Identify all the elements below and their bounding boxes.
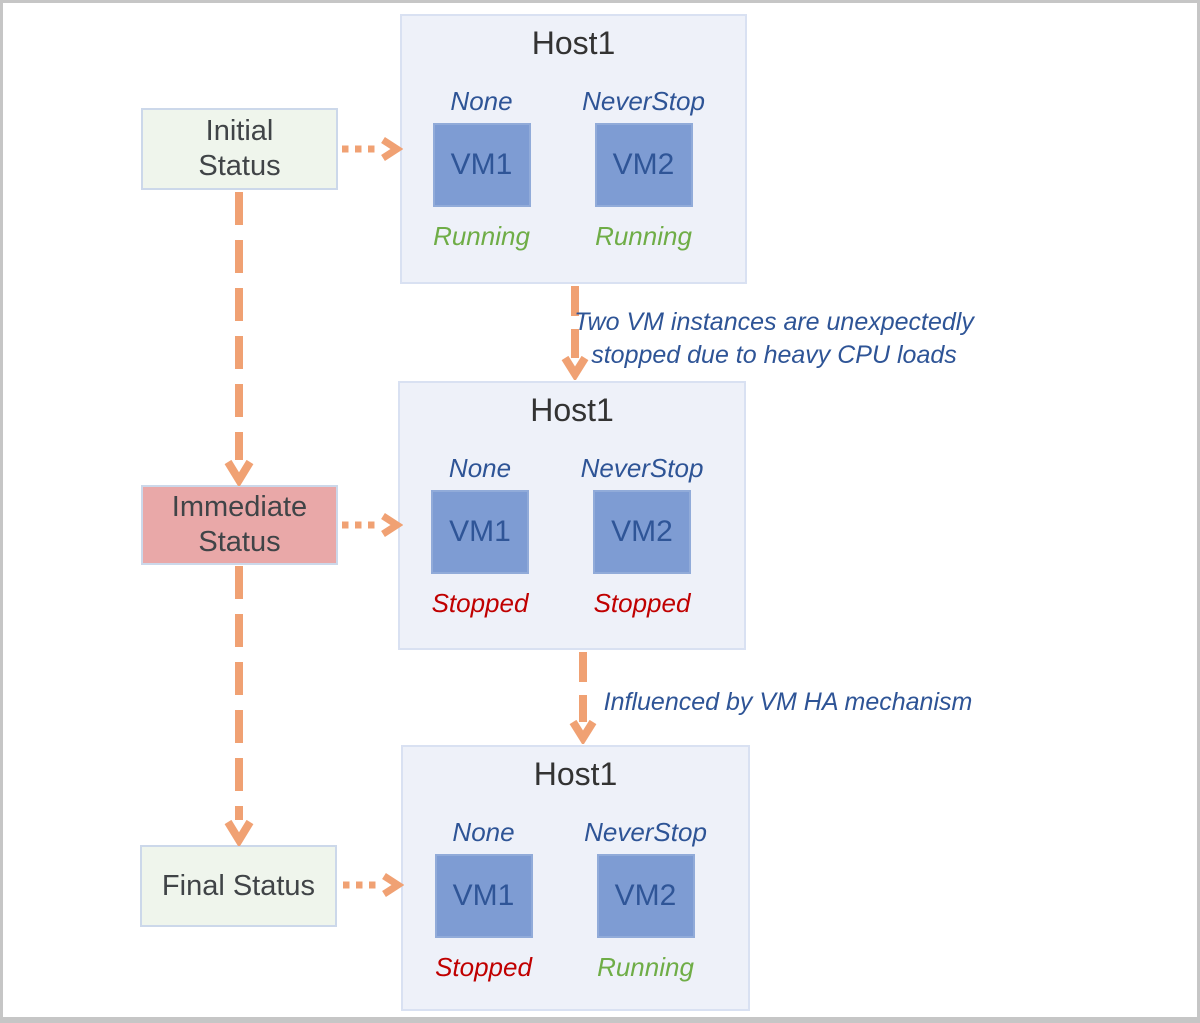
host-title: Host1 (531, 25, 616, 61)
arrow-host2-to-host3-icon (569, 652, 597, 744)
vm-row: None VM1 Running NeverStop VM2 Running (402, 86, 745, 251)
vm1-state-label: Stopped (431, 588, 529, 618)
vm-row: None VM1 Stopped NeverStop VM2 Stopped (400, 453, 744, 618)
arrow-initial-to-immediate-icon (224, 192, 254, 486)
vm-row: None VM1 Stopped NeverStop VM2 Running (403, 817, 748, 982)
stage-label-line: Initial (205, 115, 274, 147)
vm2-ha-policy-label: NeverStop (580, 453, 704, 483)
vm1-state-label: Running (433, 221, 530, 251)
vm2-ha-policy-label: NeverStop (582, 86, 705, 116)
vm1-column: None VM1 Stopped (414, 817, 554, 982)
vm2-column: NeverStop VM2 Stopped (572, 453, 712, 618)
vm2-column: NeverStop VM2 Running (576, 817, 716, 982)
vm1-state-label: Stopped (435, 952, 532, 982)
stage-label-line: Final Status (161, 869, 316, 902)
vm1-column: None VM1 Stopped (410, 453, 550, 618)
host-box-immediate: Host1 None VM1 Stopped NeverStop VM2 Sto… (398, 381, 746, 650)
vm1-label: VM1 (450, 148, 513, 181)
vm1-box: VM1 (434, 854, 533, 938)
vm1-box: VM1 (432, 123, 531, 207)
vm1-column: None VM1 Running (412, 86, 552, 251)
stage-label-line: Status (198, 526, 281, 558)
arrow-host1-to-host2-icon (561, 286, 589, 380)
vm2-state-label: Running (597, 952, 694, 982)
stage-immediate-status: Immediate Status (141, 485, 338, 565)
vm1-ha-policy-label: None (448, 453, 512, 483)
stage-label-line: Immediate (171, 491, 308, 523)
host-box-initial: Host1 None VM1 Running NeverStop VM2 Run… (400, 14, 747, 284)
vm1-label: VM1 (452, 879, 515, 912)
vm2-label: VM2 (611, 515, 673, 548)
stage-final-status: Final Status (140, 845, 337, 927)
vm2-label: VM2 (614, 879, 677, 912)
vm2-state-label: Stopped (593, 588, 691, 618)
arrow-immediate-to-final-icon (224, 566, 254, 846)
vm2-box: VM2 (596, 854, 695, 938)
host-box-final: Host1 None VM1 Stopped NeverStop VM2 Run… (401, 745, 750, 1011)
vm2-state-label: Running (595, 221, 692, 251)
vm2-box: VM2 (594, 123, 693, 207)
stage-label-line: Status (198, 150, 281, 182)
vm2-box: VM2 (593, 490, 691, 574)
annotation-vm-ha-mechanism: Influenced by VM HA mechanism (578, 686, 998, 719)
stage-initial-status: Initial Status (141, 108, 338, 190)
annotation-cpu-overload: Two VM instances are unexpectedly stoppe… (564, 306, 984, 372)
arrow-initial-to-host-icon (342, 137, 403, 161)
vm2-column: NeverStop VM2 Running (574, 86, 714, 251)
annotation-line: stopped due to heavy CPU loads (591, 341, 957, 369)
host-title: Host1 (533, 756, 618, 792)
vm1-label: VM1 (449, 515, 511, 548)
vm1-ha-policy-label: None (452, 817, 515, 847)
annotation-line: Two VM instances are unexpectedly (574, 308, 974, 336)
vm1-ha-policy-label: None (450, 86, 513, 116)
vm2-label: VM2 (612, 148, 675, 181)
vm1-box: VM1 (431, 490, 529, 574)
arrow-immediate-to-host-icon (342, 513, 403, 537)
arrow-final-to-host-icon (343, 873, 404, 897)
host-title: Host1 (530, 392, 614, 428)
annotation-line: Influenced by VM HA mechanism (603, 688, 973, 716)
vm2-ha-policy-label: NeverStop (584, 817, 707, 847)
